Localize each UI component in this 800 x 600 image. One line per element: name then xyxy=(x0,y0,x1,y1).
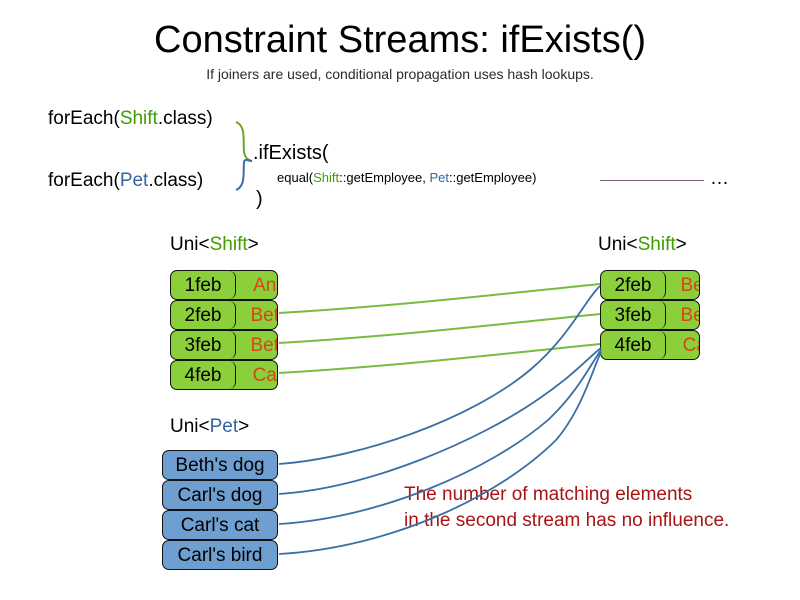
label-left-shift-stream: Uni<Shift> xyxy=(170,234,259,256)
fact-name: Carl xyxy=(682,334,699,356)
fact-name: Beth xyxy=(680,274,699,296)
fact-text: Carl's bird xyxy=(177,544,263,566)
fact-box[interactable]: 1feb Ann xyxy=(170,270,278,300)
fact-box[interactable]: Carl's cat xyxy=(162,510,278,540)
code-foreach-pet-prefix: forEach( xyxy=(48,170,120,191)
label-right-shift-suffix: > xyxy=(675,234,687,255)
code-foreach-shift-prefix: forEach( xyxy=(48,108,120,129)
fact-date: 4feb xyxy=(171,361,236,389)
joiner-tail-line xyxy=(600,180,704,181)
code-token-shift: Shift xyxy=(119,108,158,129)
fact-date: 2feb xyxy=(601,271,666,299)
code-foreach-shift-suffix: .class) xyxy=(157,108,213,129)
code-equal-joiner: equal(Shift::getEmployee, Pet::getEmploy… xyxy=(277,170,536,186)
code-foreach-pet: forEach(Pet.class) xyxy=(48,170,203,192)
fact-text: Carl's dog xyxy=(177,484,263,506)
label-left-shift-prefix: Uni< xyxy=(170,234,210,255)
fact-text: Beth's dog xyxy=(175,454,265,476)
wire-blue-beths-dog xyxy=(278,285,601,465)
label-left-pet-prefix: Uni< xyxy=(170,416,210,437)
label-left-shift-suffix: > xyxy=(247,234,259,255)
page-subtitle: If joiners are used, conditional propaga… xyxy=(206,66,594,82)
label-left-shift-type: Shift xyxy=(209,234,248,255)
code-equal-token-pet: Pet xyxy=(429,170,449,185)
fact-box[interactable]: 3feb Beth xyxy=(170,330,278,360)
wire-green-3feb xyxy=(278,313,601,344)
code-token-pet: Pet xyxy=(119,170,149,191)
annotation-note: The number of matching elements in the s… xyxy=(404,482,729,534)
fact-date: 3feb xyxy=(601,301,666,329)
annotation-line-1: The number of matching elements xyxy=(404,484,693,505)
fact-name: Carl xyxy=(252,364,277,386)
brace-blue-half xyxy=(235,158,253,191)
code-equal-left-ref: ::getEmployee, xyxy=(339,170,430,185)
wire-green-4feb xyxy=(278,343,601,374)
label-left-pet-suffix: > xyxy=(238,416,250,437)
fact-name: Beth xyxy=(250,334,277,356)
fact-box[interactable]: Beth's dog xyxy=(162,450,278,480)
label-left-pet-stream: Uni<Pet> xyxy=(170,416,249,438)
annotation-line-2: in the second stream has no influence. xyxy=(404,510,730,531)
code-ifexists: .ifExists( xyxy=(253,142,329,164)
fact-box[interactable]: Carl's dog xyxy=(162,480,278,510)
fact-text: Carl's cat xyxy=(180,514,260,536)
wire-green-2feb xyxy=(278,283,601,314)
page-title: Constraint Streams: ifExists() xyxy=(154,19,646,61)
joiner-ellipsis: … xyxy=(710,168,729,189)
wire-blue-carls-dog xyxy=(278,347,602,495)
fact-name: Beth xyxy=(680,304,699,326)
code-equal-prefix: equal( xyxy=(277,170,314,185)
fact-date: 4feb xyxy=(601,331,666,359)
fact-name: Beth xyxy=(250,304,277,326)
fact-box[interactable]: 2feb Beth xyxy=(600,270,700,300)
fact-box[interactable]: 3feb Beth xyxy=(600,300,700,330)
fact-date: 1feb xyxy=(171,271,236,299)
fact-date: 2feb xyxy=(171,301,236,329)
fact-name: Ann xyxy=(253,274,277,296)
brace-green-half xyxy=(235,121,253,162)
label-right-shift-type: Shift xyxy=(637,234,676,255)
code-close-paren: ) xyxy=(256,188,263,210)
code-foreach-pet-suffix: .class) xyxy=(148,170,204,191)
code-equal-right-ref: ::getEmployee) xyxy=(449,170,537,185)
label-right-shift-stream: Uni<Shift> xyxy=(598,234,687,256)
fact-box[interactable]: Carl's bird xyxy=(162,540,278,570)
fact-date: 3feb xyxy=(171,331,236,359)
label-right-shift-prefix: Uni< xyxy=(598,234,638,255)
label-left-pet-type: Pet xyxy=(209,416,239,437)
code-equal-token-shift: Shift xyxy=(313,170,340,185)
fact-box[interactable]: 4feb Carl xyxy=(170,360,278,390)
fact-box[interactable]: 2feb Beth xyxy=(170,300,278,330)
fact-box[interactable]: 4feb Carl xyxy=(600,330,700,360)
code-foreach-shift: forEach(Shift.class) xyxy=(48,108,213,130)
